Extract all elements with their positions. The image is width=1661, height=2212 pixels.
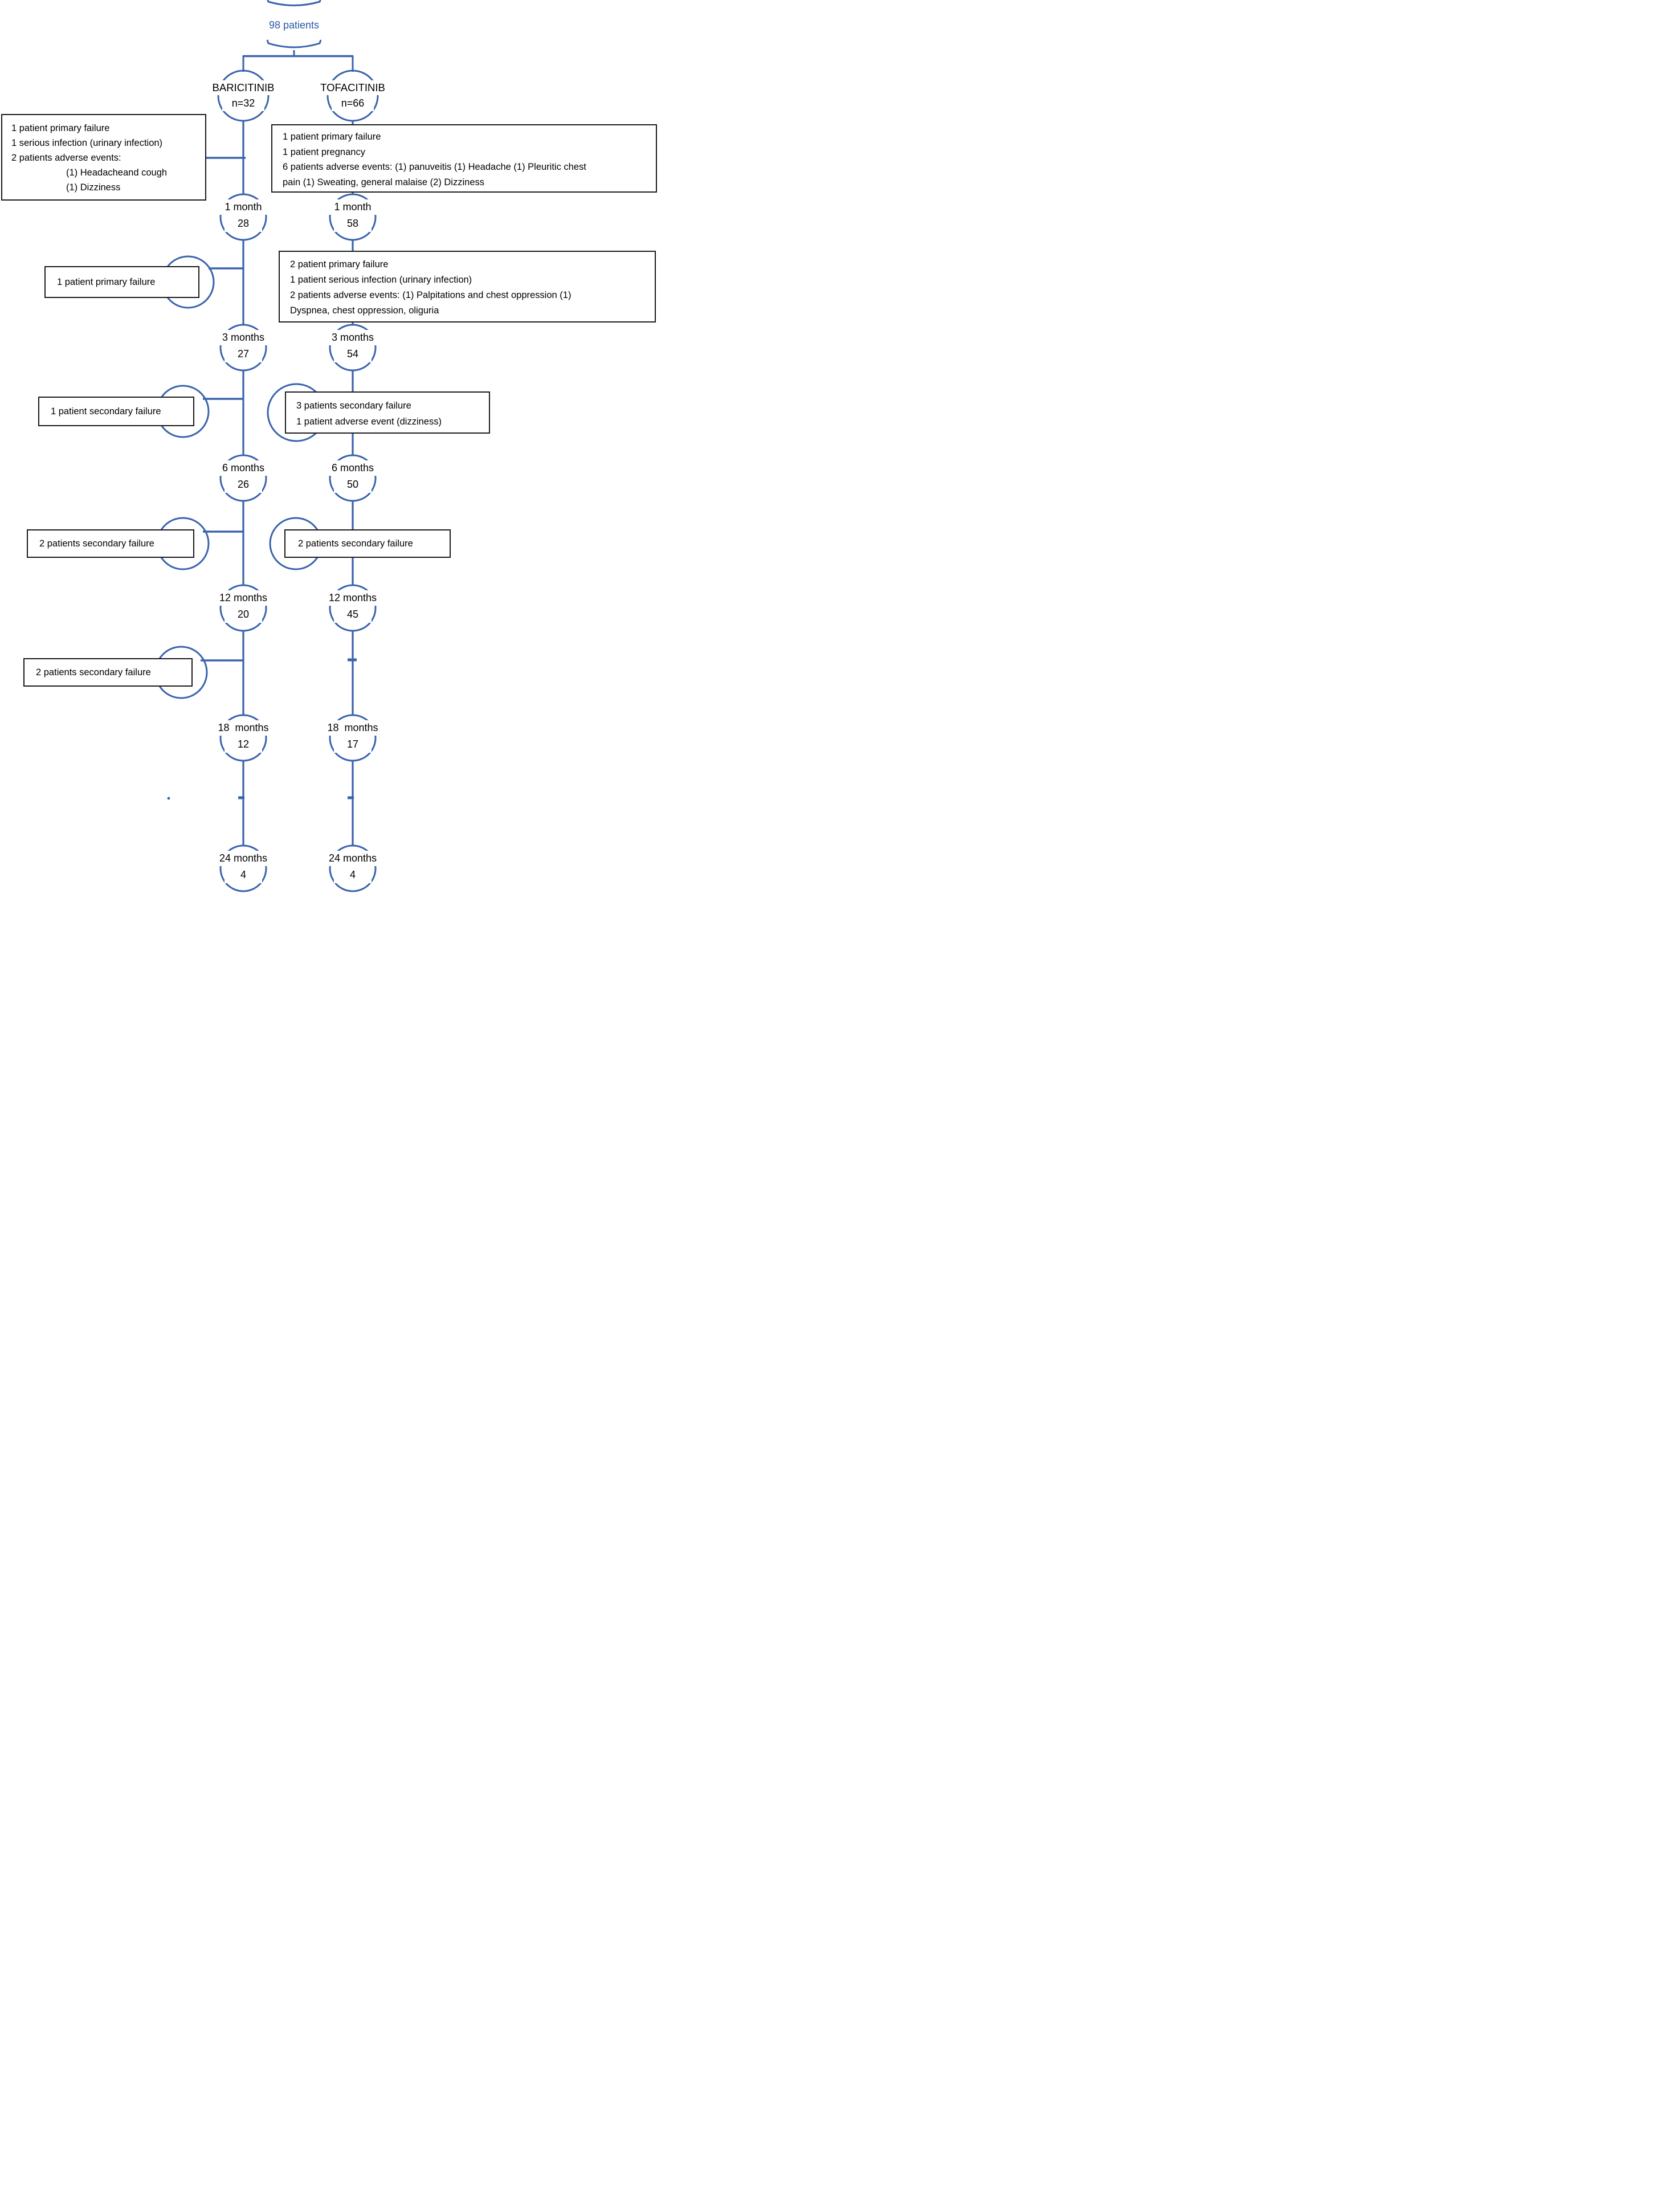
milestone-label-tofa-18months: 18 months bbox=[317, 720, 388, 736]
dropout-box-bari-6-12: 2 patients secondary failure bbox=[27, 529, 194, 558]
milestone-count-bari-18months: 12 bbox=[225, 736, 262, 753]
dropout-line: 2 patients secondary failure bbox=[298, 538, 413, 549]
dropout-line: 1 patient primary failure bbox=[57, 277, 156, 287]
dropout-box-bari-baseline: 1 patient primary failure 1 serious infe… bbox=[1, 114, 206, 201]
milestone-label-bari-18months: 18 months bbox=[208, 720, 279, 736]
arm-n-tofacitinib: n=66 bbox=[332, 95, 374, 111]
stray-mark bbox=[167, 797, 170, 800]
dropout-box-bari-12-18: 2 patients secondary failure bbox=[23, 658, 193, 687]
dropout-line: (1) Headacheand cough bbox=[66, 168, 168, 178]
dropout-box-tofa-baseline: 1 patient primary failure 1 patient preg… bbox=[271, 124, 657, 193]
dropout-line: 2 patient primary failure bbox=[290, 259, 389, 270]
dropout-line: 2 patients secondary failure bbox=[36, 667, 151, 678]
dropout-line: 1 patient primary failure bbox=[283, 132, 381, 142]
dropout-line: Dyspnea, chest oppression, oliguria bbox=[290, 305, 439, 316]
milestone-count-bari-12months: 20 bbox=[225, 606, 262, 623]
dropout-box-tofa-1-3: 2 patient primary failure 1 patient seri… bbox=[279, 251, 656, 323]
bari-3months-circle bbox=[219, 324, 267, 372]
tofa-6months-circle bbox=[329, 454, 377, 502]
milestone-label-bari-12months: 12 months bbox=[208, 590, 279, 606]
dropout-line: 1 patient primary failure bbox=[11, 123, 110, 133]
bari-6months-circle bbox=[219, 454, 267, 502]
patient-flow-diagram: 98 patients BARICITINIB n=32 TOFACITINIB… bbox=[0, 0, 673, 893]
milestone-count-bari-1month: 28 bbox=[225, 215, 262, 232]
dropout-line: (1) Dizziness bbox=[66, 182, 121, 193]
bari-18months-circle bbox=[219, 714, 267, 762]
dropout-line: 1 patient serious infection (urinary inf… bbox=[290, 275, 472, 285]
dropout-line: 1 serious infection (urinary infection) bbox=[11, 138, 163, 148]
milestone-count-tofa-1month: 58 bbox=[334, 215, 372, 232]
milestone-label-tofa-12months: 12 months bbox=[317, 590, 388, 606]
tofa-12months-circle bbox=[329, 584, 377, 632]
milestone-label-tofa-6months: 6 months bbox=[317, 460, 388, 476]
milestone-count-tofa-3months: 54 bbox=[334, 345, 372, 362]
bari-12months-circle bbox=[219, 584, 267, 632]
milestone-label-tofa-1month: 1 month bbox=[317, 199, 388, 215]
milestone-count-tofa-24months: 4 bbox=[334, 866, 372, 883]
milestone-count-bari-24months: 4 bbox=[225, 866, 262, 883]
dropout-line: 3 patients secondary failure bbox=[296, 401, 411, 411]
dropout-box-tofa-3-6: 3 patients secondary failure 1 patient a… bbox=[285, 391, 490, 434]
milestone-label-bari-24months: 24 months bbox=[208, 851, 279, 866]
milestone-label-bari-3months: 3 months bbox=[208, 330, 279, 345]
milestone-count-tofa-12months: 45 bbox=[334, 606, 372, 623]
dropout-line: 2 patients adverse events: bbox=[11, 153, 121, 163]
milestone-count-tofa-18months: 17 bbox=[334, 736, 372, 753]
milestone-label-bari-1month: 1 month bbox=[208, 199, 279, 215]
dropout-line: 1 patient secondary failure bbox=[51, 406, 161, 417]
dropout-line: 2 patients secondary failure bbox=[39, 538, 154, 549]
dropout-box-tofa-6-12: 2 patients secondary failure bbox=[284, 529, 451, 558]
root-bottom-arc bbox=[266, 39, 322, 48]
arm-label-tofacitinib: TOFACITINIB bbox=[307, 80, 398, 95]
milestone-label-tofa-3months: 3 months bbox=[317, 330, 388, 345]
tofa-18months-circle bbox=[329, 714, 377, 762]
arm-n-baricitinib: n=32 bbox=[222, 95, 264, 111]
arm-label-baricitinib: BARICITINIB bbox=[198, 80, 289, 95]
dropout-line: pain (1) Sweating, general malaise (2) D… bbox=[283, 177, 484, 187]
root-patients-label: 98 patients bbox=[268, 19, 320, 31]
dropout-box-bari-3-6: 1 patient secondary failure bbox=[38, 397, 194, 426]
tofa-24months-circle bbox=[329, 844, 377, 892]
milestone-count-bari-3months: 27 bbox=[225, 345, 262, 362]
bari-1month-circle bbox=[219, 193, 267, 241]
root-top-arc bbox=[267, 0, 321, 6]
milestone-count-bari-6months: 26 bbox=[225, 476, 262, 493]
bari-24months-circle bbox=[219, 844, 267, 892]
dropout-line: 6 patients adverse events: (1) panuveiti… bbox=[283, 162, 586, 172]
tofa-3months-circle bbox=[329, 324, 377, 372]
dropout-line: 1 patient adverse event (dizziness) bbox=[296, 417, 442, 427]
dropout-line: 2 patients adverse events: (1) Palpitati… bbox=[290, 290, 572, 300]
milestone-label-tofa-24months: 24 months bbox=[317, 851, 388, 866]
dropout-box-bari-1-3: 1 patient primary failure bbox=[44, 266, 199, 298]
tofa-1month-circle bbox=[329, 193, 377, 241]
dropout-line: 1 patient pregnancy bbox=[283, 146, 365, 157]
milestone-count-tofa-6months: 50 bbox=[334, 476, 372, 493]
milestone-label-bari-6months: 6 months bbox=[208, 460, 279, 476]
